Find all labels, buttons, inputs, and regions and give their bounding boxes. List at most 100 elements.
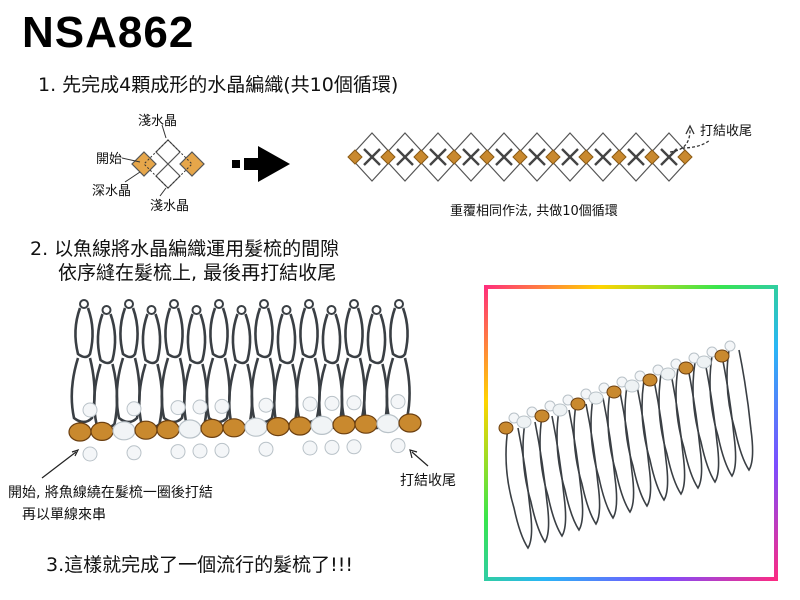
clear-crystal <box>696 355 712 369</box>
tie-off-arrow <box>669 129 691 153</box>
chain-unit <box>613 132 659 182</box>
gold-crystal <box>714 349 730 363</box>
clear-crystal <box>170 400 186 416</box>
chain-unit <box>382 132 428 182</box>
gold-crystal <box>479 149 495 165</box>
arrow-right-icon <box>232 146 290 182</box>
comb-tooth <box>254 307 274 359</box>
comb-tooth <box>119 307 139 359</box>
step1-caption: 重覆相同作法, 共做10個循環 <box>450 204 618 219</box>
gold-crystal <box>606 385 622 399</box>
comb-tooth <box>164 307 184 359</box>
gold-crystal <box>512 149 528 165</box>
gold-crystal <box>398 413 422 433</box>
gold-crystal <box>266 417 290 437</box>
label-start: 開始 <box>96 152 123 167</box>
comb-tooth <box>186 313 207 365</box>
clear-crystal <box>82 446 98 462</box>
clear-crystal <box>244 417 268 437</box>
gold-crystal <box>611 149 627 165</box>
chain-unit <box>448 132 494 182</box>
gold-crystal <box>90 421 114 441</box>
step1-text: 1. 先完成4顆成形的水晶編織(共10個循環) <box>38 74 399 96</box>
gold-crystal <box>644 149 660 165</box>
finished-comb-photo-frame <box>484 285 778 581</box>
gold-crystal <box>380 149 396 165</box>
clear-crystal <box>660 367 676 381</box>
gold-crystal <box>200 418 224 438</box>
gold-crystal <box>288 416 312 436</box>
clear-crystal <box>390 438 406 454</box>
comb-tooth <box>276 313 297 365</box>
gold-crystal <box>413 149 429 165</box>
comb-tooth <box>74 307 94 359</box>
chain-unit <box>547 132 593 182</box>
label-light-crystal-top: 淺水晶 <box>138 114 178 129</box>
gold-crystal <box>354 414 378 434</box>
clear-crystal <box>346 395 362 411</box>
pointer-start <box>41 451 77 479</box>
clear-crystal <box>324 439 340 455</box>
clear-crystal <box>112 421 136 441</box>
clear-crystal <box>258 397 274 413</box>
clear-crystal <box>178 419 202 439</box>
clear-crystal <box>516 415 532 429</box>
clear-crystal <box>192 443 208 459</box>
page-title: NSA862 <box>22 8 195 57</box>
clear-crystal <box>552 403 568 417</box>
note-start-line2: 再以單線來串 <box>22 507 106 523</box>
comb-tooth <box>726 349 754 472</box>
clear-crystal <box>376 414 400 434</box>
chain-unit <box>415 132 461 182</box>
gold-crystal <box>677 149 693 165</box>
gold-crystal <box>570 397 586 411</box>
gold-crystal <box>222 418 246 438</box>
clear-crystal <box>624 379 640 393</box>
step2-line2: 依序縫在髮梳上, 最後再打結收尾 <box>58 262 337 284</box>
label-light-crystal-bottom: 淺水晶 <box>150 199 190 214</box>
crystal-weave-chain <box>347 132 693 182</box>
chain-unit <box>514 132 560 182</box>
chain-unit <box>580 132 626 182</box>
finished-comb-photo <box>498 340 754 550</box>
label-dark-crystal: 深水晶 <box>92 184 132 199</box>
gold-crystal <box>545 149 561 165</box>
gold-crystal <box>332 415 356 435</box>
pointer-tie-off <box>411 451 429 467</box>
step3-text: 3.這樣就完成了一個流行的髮梳了!!! <box>46 554 353 576</box>
gold-crystal <box>642 373 658 387</box>
comb-tooth <box>96 313 117 365</box>
chain-unit <box>349 132 395 182</box>
clear-crystal <box>390 394 406 410</box>
comb-tooth <box>389 307 409 359</box>
chain-unit <box>646 132 692 182</box>
clear-crystal <box>192 399 208 415</box>
comb-tooth <box>299 307 319 359</box>
clear-crystal <box>126 445 142 461</box>
step2-line1: 2. 以魚線將水晶編織運用髮梳的間隙 <box>30 238 340 260</box>
gold-crystal <box>446 149 462 165</box>
gold-crystal <box>134 420 158 440</box>
note-start-line1: 開始, 將魚線繞在髮梳一圈後打結 <box>8 485 213 501</box>
gold-crystal <box>68 422 92 442</box>
clear-crystal <box>170 444 186 460</box>
comb-tooth <box>231 313 252 365</box>
chain-unit <box>481 132 527 182</box>
clear-crystal <box>588 391 604 405</box>
gold-crystal <box>578 149 594 165</box>
comb-tooth <box>321 313 342 365</box>
hair-comb-illustration <box>68 299 422 462</box>
clear-crystal <box>214 398 230 414</box>
clear-crystal <box>302 396 318 412</box>
comb-tooth <box>366 313 387 365</box>
clear-crystal <box>82 402 98 418</box>
clear-crystal <box>724 340 736 352</box>
clear-crystal <box>258 441 274 457</box>
clear-crystal <box>214 442 230 458</box>
note-tie-off: 打結收尾 <box>400 473 456 489</box>
comb-tooth <box>141 313 162 365</box>
label-tie-off: 打結收尾 <box>700 124 753 139</box>
small-weave-diagram <box>131 139 205 189</box>
clear-crystal <box>324 395 340 411</box>
